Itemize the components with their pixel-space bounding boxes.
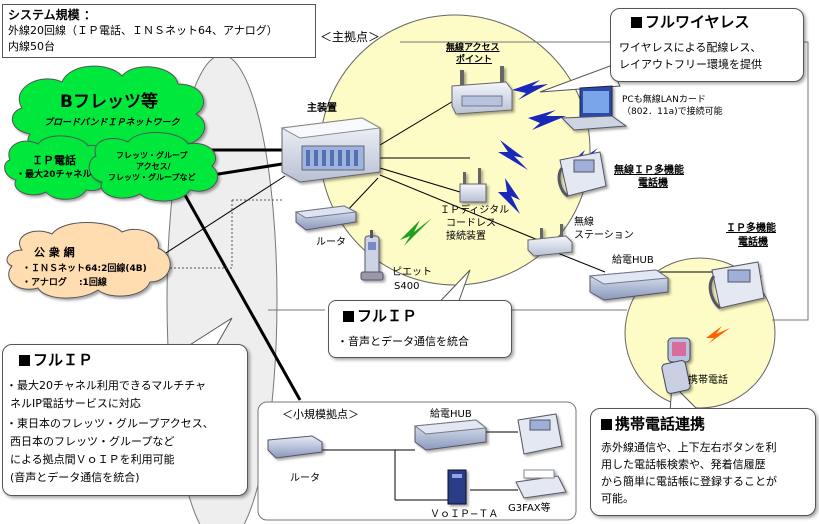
mobile-phone-device bbox=[661, 337, 691, 394]
callout-full-wireless-heading: フルワイヤレス bbox=[631, 13, 750, 31]
system-scale-title: システム規模 ： bbox=[8, 8, 96, 22]
g3fax-label: G3FAX等 bbox=[508, 503, 551, 514]
wireless-ap-device bbox=[451, 66, 513, 115]
flets-cloud-line2: アクセス/ bbox=[136, 162, 171, 171]
full-ip-left-heading-text: フルＩＰ bbox=[33, 351, 94, 369]
ip-phone-label-2: 電話機 bbox=[738, 237, 768, 248]
router-small-device bbox=[267, 435, 323, 459]
public-network-line1: ・ＩＮＳネット64:2回線(4B) bbox=[22, 264, 147, 274]
router-main-device bbox=[294, 205, 358, 231]
mobile-link-heading-text: 携帯電話連携 bbox=[615, 415, 706, 433]
full-wireless-heading-text: フルワイヤレス bbox=[645, 13, 750, 31]
wireless-ip-phone-label-1: 無線ＩＰ多機能 bbox=[614, 165, 684, 176]
callout-mobile-link-line3: から簡単に電話帳に登録することが bbox=[601, 475, 777, 488]
main-unit-device bbox=[280, 117, 382, 183]
main-site-label: ＜主拠点＞ bbox=[320, 30, 381, 44]
callout-full-ip-left: フルＩＰ ・最大20チャネル利用できるマルチチャ ネルIP電話サービスに対応 ・… bbox=[2, 344, 248, 496]
broadband-title: Bフレッツ等 bbox=[60, 92, 158, 112]
ip-cordless-label-2: コードレス bbox=[446, 218, 496, 229]
pietto-handset-device bbox=[360, 230, 384, 281]
ip-phone-label-1: ＩＰ多機能 bbox=[726, 223, 776, 234]
ip-phone-cloud-line2: ・最大20チャネル bbox=[16, 170, 92, 180]
public-network-line2: ・アナログ :1回線 bbox=[22, 278, 107, 288]
wireless-ap-label-1: 無線アクセス bbox=[446, 43, 500, 53]
pc-label-2: （802．11a)で接続可能 bbox=[622, 107, 723, 117]
callout-mobile-link-line2: 用した電話帳検索や、発着信履歴 bbox=[601, 458, 766, 471]
flets-cloud-line1: フレッツ・グループ bbox=[116, 151, 188, 160]
wireless-station-device bbox=[527, 224, 573, 257]
power-hub-main-device bbox=[588, 269, 670, 301]
router-main-label: ルータ bbox=[316, 237, 346, 248]
ip-phone-device bbox=[708, 261, 765, 310]
cloud-public-network bbox=[6, 222, 171, 299]
wireless-station-label-1: 無線 bbox=[574, 217, 594, 228]
callout-mobile-link-line4: 可能。 bbox=[601, 492, 634, 505]
power-hub-small-label: 給電HUB bbox=[430, 409, 472, 420]
cloud-flets bbox=[88, 131, 218, 202]
callout-full-ip-left-line6: (音声とデータ通信を統合) bbox=[10, 471, 140, 484]
ip-phone-small-device bbox=[517, 413, 563, 455]
broadband-subtitle: ブロードバンドＩＰネットワーク bbox=[44, 118, 180, 128]
pc-label-1: PCも無線LANカード bbox=[622, 95, 706, 105]
flets-cloud-line3: フレッツ・グループなど bbox=[108, 173, 196, 182]
callout-full-ip-left-line1: ・最大20チャネル利用できるマルチチャ bbox=[6, 379, 207, 392]
system-scale-line1: 外線20回線（ＩＰ電話、ＩＮＳネット64、アナログ） bbox=[8, 24, 278, 37]
callout-mobile-link-line1: 赤外線通信や、上下左右ボタンを利 bbox=[601, 441, 777, 454]
full-ip-center-heading-text: フルＩＰ bbox=[357, 307, 418, 325]
callout-full-ip-left-line3: ・東日本のフレッツ・グループアクセス、 bbox=[6, 417, 214, 430]
g3fax-device bbox=[515, 469, 567, 499]
callout-full-ip-left-line4: 西日本のフレッツ・グループなど bbox=[10, 435, 175, 448]
power-hub-main-label: 給電HUB bbox=[612, 255, 654, 266]
callout-mobile-link: 携帯電話連携 赤外線通信や、上下左右ボタンを利 用した電話帳検索や、発着信履歴 … bbox=[590, 408, 816, 516]
callout-full-wireless: フルワイヤレス ワイヤレスによる配線レス、 レイアウトフリー環境を提供 bbox=[610, 8, 804, 82]
voip-ta-label: ＶｏＩＰ−ＴＡ bbox=[430, 509, 499, 520]
callout-full-ip-left-line5: による拠点間ＶｏＩＰを利用可能 bbox=[10, 453, 175, 466]
small-site-label: ＜小規模拠点＞ bbox=[282, 408, 359, 421]
system-scale-line2: 内線50台 bbox=[8, 40, 55, 53]
callout-full-ip-left-heading: フルＩＰ bbox=[19, 351, 93, 369]
ip-cordless-label-3: 接続装置 bbox=[446, 231, 486, 242]
laptop-device bbox=[560, 85, 628, 131]
wireless-ap-label-2: ポイント bbox=[456, 55, 493, 65]
callout-full-ip-center-line1: ・音声とデータ通信を統合 bbox=[337, 335, 469, 348]
wireless-ip-phone-label-2: 電話機 bbox=[638, 178, 668, 189]
callout-full-ip-left-line2: ネルIP電話サービスに対応 bbox=[10, 397, 141, 410]
voip-ta-device bbox=[447, 469, 467, 505]
callout-full-wireless-line1: ワイヤレスによる配線レス、 bbox=[619, 41, 762, 54]
callout-full-ip-center: フルＩＰ ・音声とデータ通信を統合 bbox=[328, 300, 512, 358]
system-scale-box: システム規模 ： 外線20回線（ＩＰ電話、ＩＮＳネット64、アナログ） 内線50… bbox=[2, 4, 316, 58]
pietto-label-1: ピエット bbox=[392, 267, 432, 278]
router-small-label: ルータ bbox=[290, 473, 320, 484]
wireless-ip-phone-device bbox=[557, 151, 607, 198]
callout-full-ip-center-heading: フルＩＰ bbox=[343, 307, 417, 325]
ip-phone-cloud-line1: ＩＰ電話 bbox=[32, 154, 76, 167]
ip-cordless-label-1: ＩＰディジタル bbox=[440, 205, 510, 216]
wireless-station-label-2: ステーション bbox=[574, 230, 634, 241]
mobile-phone-label: 携帯電話 bbox=[688, 375, 728, 386]
ip-cordless-base-device bbox=[459, 168, 487, 203]
public-network-title: 公 衆 網 bbox=[34, 246, 75, 259]
main-unit-label: 主装置 bbox=[307, 103, 337, 114]
power-hub-small-device bbox=[413, 419, 488, 451]
callout-mobile-link-heading: 携帯電話連携 bbox=[601, 415, 705, 433]
callout-full-wireless-line2: レイアウトフリー環境を提供 bbox=[619, 58, 762, 71]
pietto-label-2: S400 bbox=[394, 281, 420, 292]
